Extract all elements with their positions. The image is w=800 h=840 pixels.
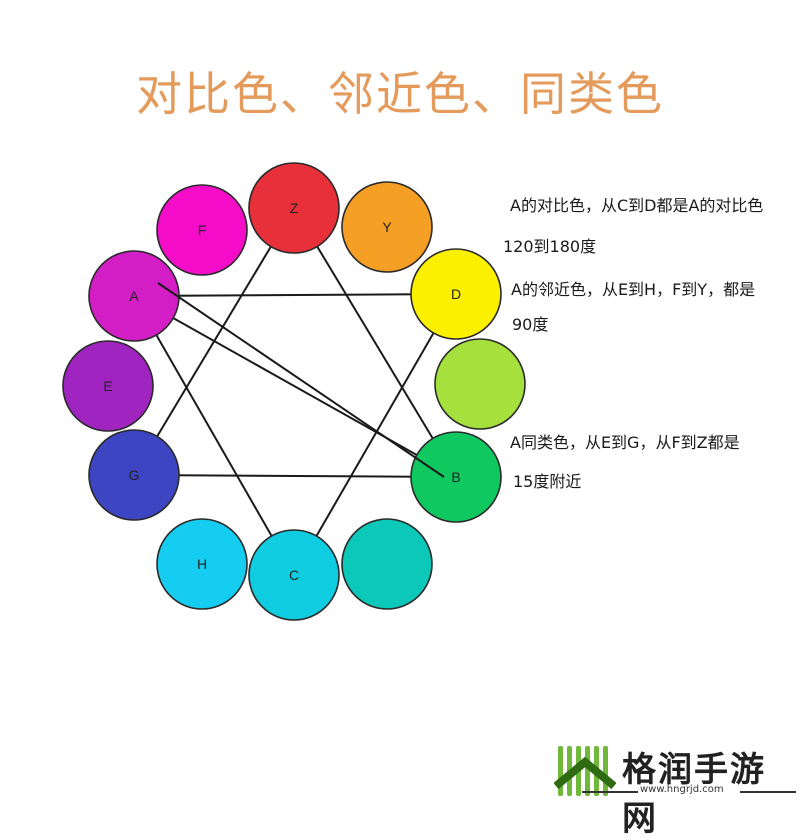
color-circle-A: A (88, 250, 180, 342)
line-G-B (133, 474, 457, 478)
color-circle-E: E (62, 340, 154, 432)
color-circle-B: B (410, 431, 502, 523)
line-A-D (133, 293, 457, 297)
color-circle-Z: Z (248, 162, 340, 254)
circle-label: H (197, 556, 207, 572)
note-contrast-line2: 120到180度 (503, 237, 597, 256)
circle-label: B (451, 469, 460, 485)
circle-label: G (129, 467, 140, 483)
house-logo-icon (554, 746, 616, 796)
divider-left (582, 791, 638, 793)
color-circle-G: G (88, 429, 180, 521)
divider-right (740, 791, 796, 793)
note-similar-line1: A同类色，从E到G，从F到Z都是 (510, 433, 740, 452)
page-title: 对比色、邻近色、同类色 (136, 67, 664, 121)
note-adjacent-line2: 90度 (512, 315, 549, 334)
line-A-C (133, 295, 295, 576)
line-A-B (133, 295, 457, 478)
color-circle-C: C (248, 529, 340, 621)
color-circle-F: F (156, 184, 248, 276)
color-circle-H: H (156, 518, 248, 610)
color-circle-unlabeled-5 (341, 518, 433, 610)
line-A-B-overlay (157, 282, 445, 478)
circle-label: F (198, 222, 207, 238)
circle-label: C (289, 567, 299, 583)
circle-label: Y (382, 219, 392, 235)
color-circles: Z Y D B C H G E A F (62, 162, 526, 621)
note-adjacent-line1: A的邻近色，从E到H，F到Y，都是 (511, 280, 756, 299)
watermark-logo: 格润手游网 www.hngrjd.com (552, 740, 800, 839)
line-D-C (293, 293, 457, 576)
color-circle-Y: Y (341, 181, 433, 273)
line-Z-B (293, 207, 457, 478)
watermark-url: www.hngrjd.com (640, 784, 724, 795)
color-circle-D: D (410, 248, 502, 340)
circle-label: A (129, 288, 139, 304)
color-circle-unlabeled-3 (434, 338, 526, 430)
circle-label: E (103, 378, 112, 394)
circle-label: Z (290, 200, 299, 216)
note-contrast-line1: A的对比色，从C到D都是A的对比色 (510, 196, 764, 215)
color-wheel: Z Y D B C H G E A F (62, 162, 526, 621)
circle-label: D (451, 286, 461, 302)
connector-lines (133, 207, 457, 576)
note-similar-line2: 15度附近 (513, 472, 582, 491)
